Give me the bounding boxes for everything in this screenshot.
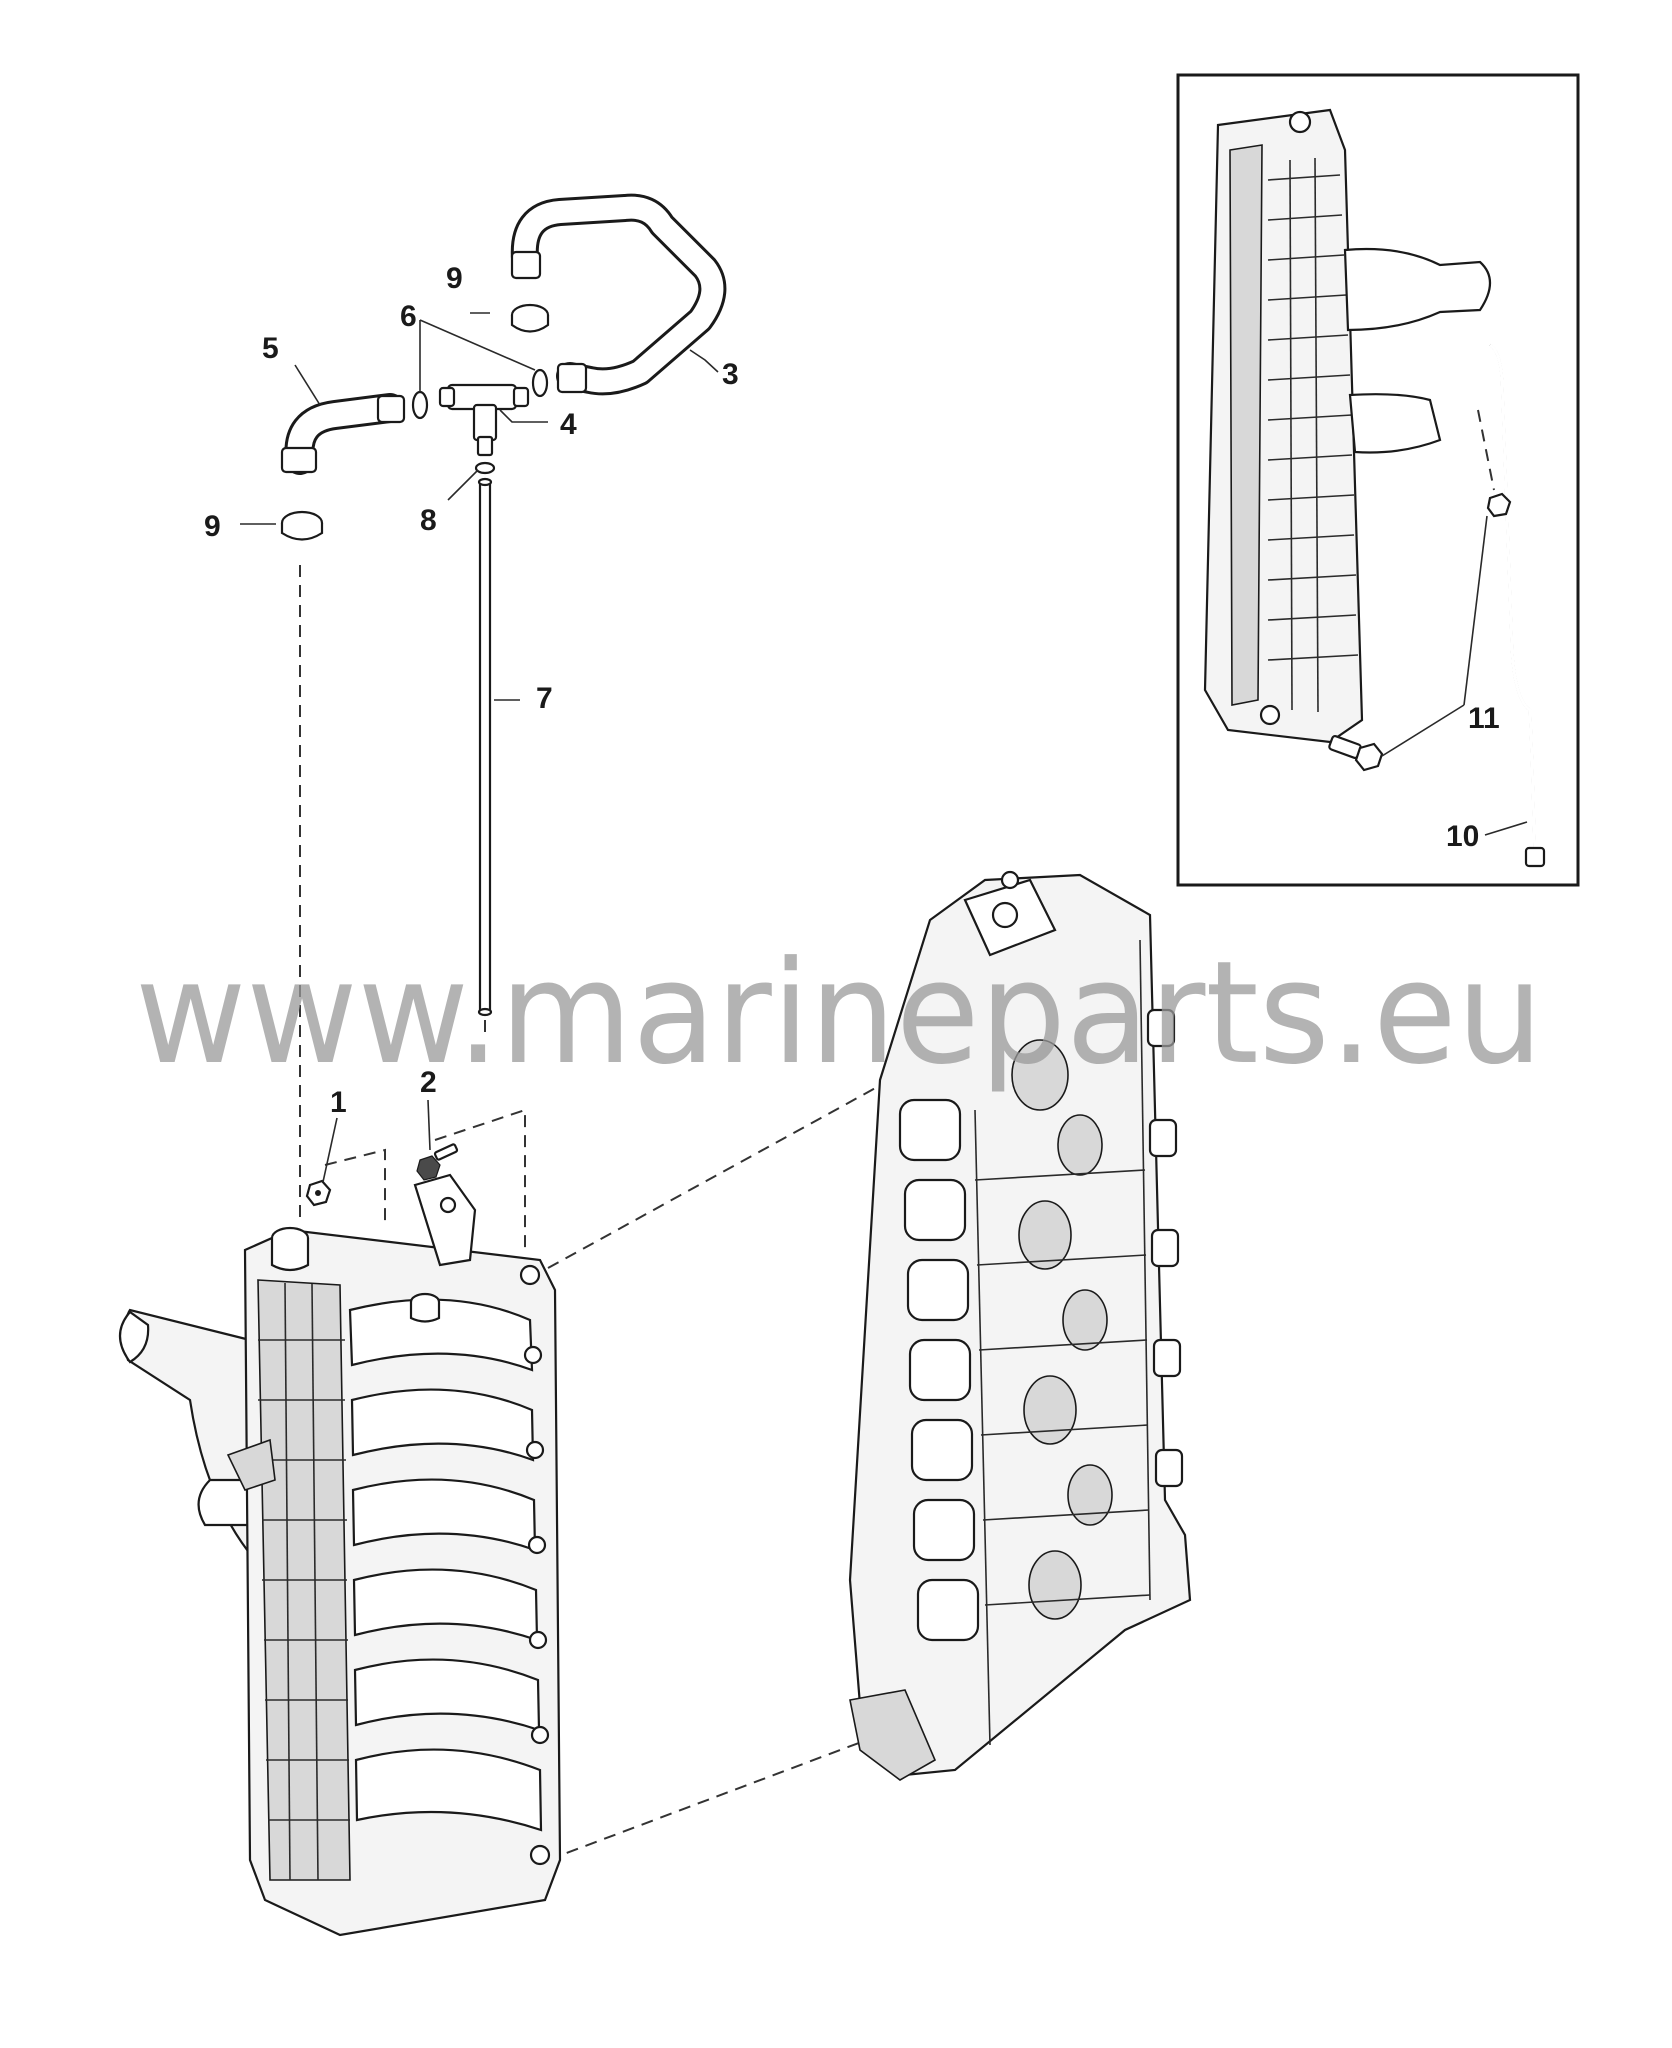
callout-11: 11 <box>1468 702 1500 735</box>
callout-4: 4 <box>560 408 577 441</box>
leader-11a <box>1463 515 1488 706</box>
nut-1 <box>305 1179 332 1207</box>
callout-2: 2 <box>420 1066 437 1099</box>
manifold-runners <box>348 1298 543 1832</box>
hose-clamp-9-lower <box>280 510 324 541</box>
inset-manifold-illustration <box>1203 108 1492 744</box>
leader-lines-top <box>240 312 719 701</box>
dashed-alignment-lines <box>299 565 891 1861</box>
mercury-logo-emboss <box>226 1438 276 1491</box>
hose-assembly <box>280 193 727 1017</box>
screw-2 <box>416 1143 459 1181</box>
leader-1 <box>322 1117 338 1183</box>
cylinder-head <box>848 870 1192 1781</box>
callout-labels: 1 2 3 4 5 6 7 8 9 9 <box>204 262 739 1119</box>
tube-7 <box>477 477 493 1017</box>
hose-3 <box>510 193 727 396</box>
callout-7: 7 <box>536 682 553 715</box>
callout-3: 3 <box>722 358 739 391</box>
tee-fitting-4 <box>438 383 530 457</box>
inset-bolt-11b <box>1328 735 1384 772</box>
cylinder-head-ports <box>898 1039 1113 1642</box>
washer-8 <box>474 461 496 475</box>
manifold-flange-bolts <box>519 1264 551 1866</box>
callout-9-top: 9 <box>446 262 463 295</box>
intake-manifold <box>118 1173 562 1937</box>
callout-9-lower: 9 <box>204 510 221 543</box>
callout-10: 10 <box>1446 820 1479 853</box>
callout-6: 6 <box>400 300 417 333</box>
hose-clamp-9-top <box>510 303 550 333</box>
leader-2 <box>427 1099 431 1151</box>
watermark-text: www.marineparts.eu <box>135 931 1543 1096</box>
o-ring-6b <box>531 368 549 398</box>
o-ring-6a <box>411 390 429 420</box>
inset-bolt-11a <box>1477 409 1512 518</box>
callout-5: 5 <box>262 332 279 365</box>
hose-5 <box>280 393 406 475</box>
callout-1: 1 <box>330 1086 347 1119</box>
leader-10 <box>1484 821 1528 836</box>
callout-8: 8 <box>420 504 437 537</box>
inset-detail: 11 10 <box>1176 73 1580 887</box>
leader-11b <box>1381 704 1465 757</box>
